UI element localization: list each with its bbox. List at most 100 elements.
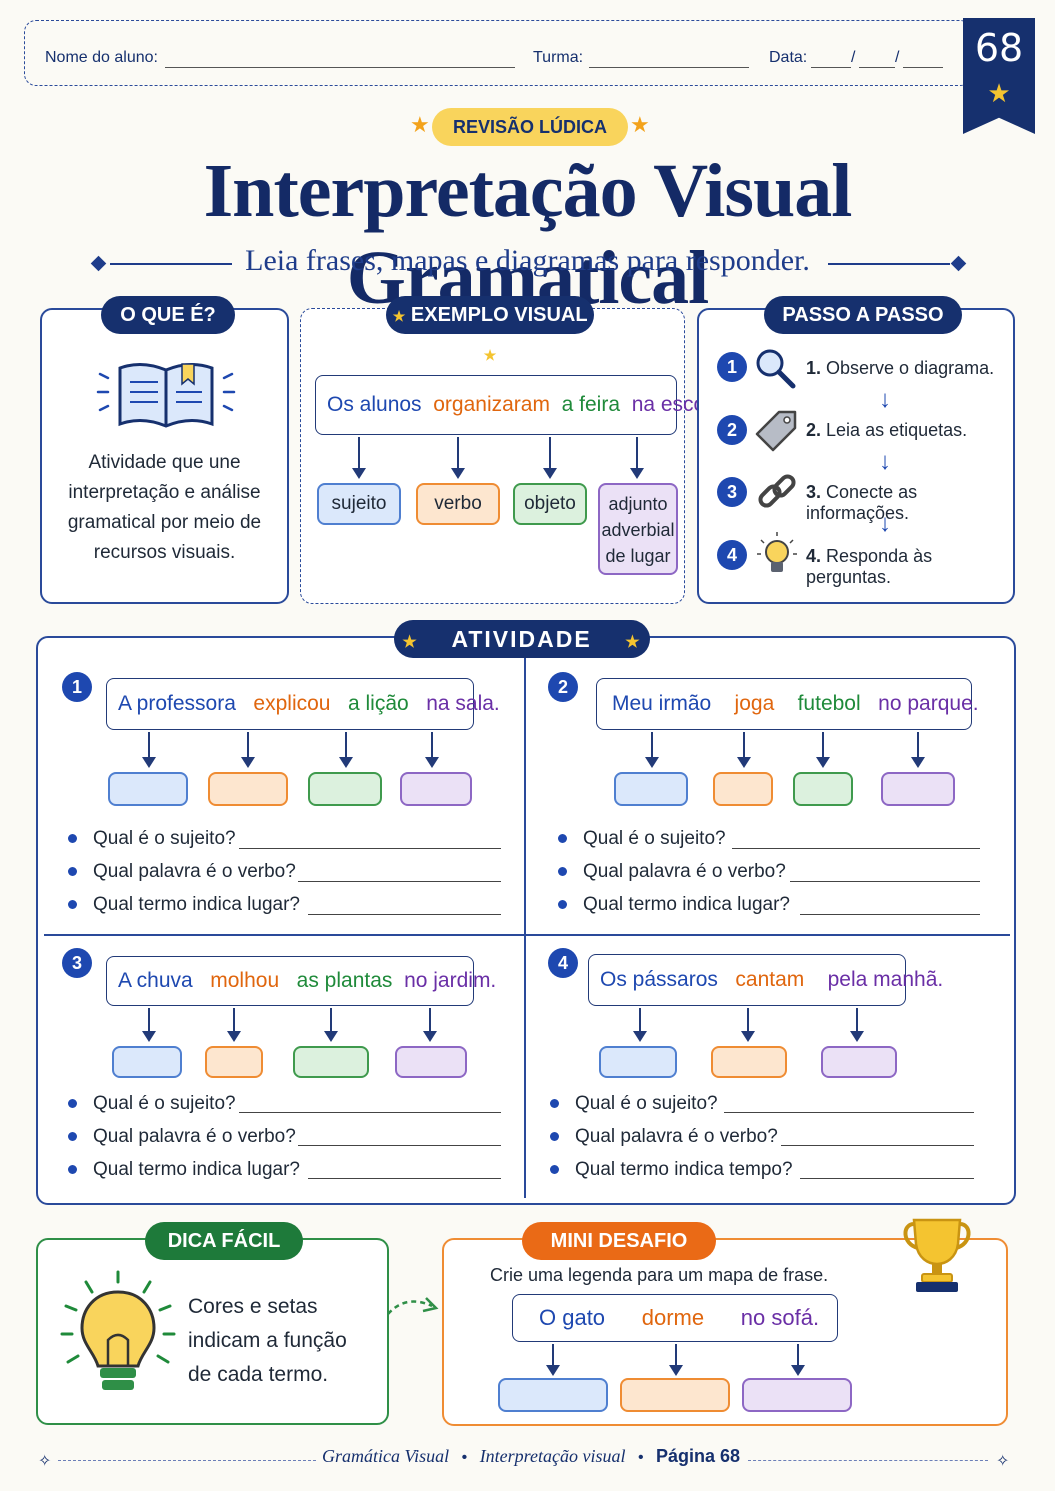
answer-line[interactable] [239, 848, 501, 849]
star-icon: ★ [483, 347, 497, 363]
legend-box-subject[interactable] [498, 1378, 608, 1412]
star-icon: ★ [410, 112, 430, 137]
answer-box-subject[interactable] [599, 1046, 677, 1078]
challenge-card: Crie uma legenda para um mapa de frase. … [442, 1238, 1008, 1426]
question-text: Qual palavra é o verbo? [583, 861, 786, 882]
arrow-down-icon: ↓ [879, 510, 891, 537]
arrow-down-icon [339, 732, 353, 768]
answer-line[interactable] [790, 881, 980, 882]
star-icon: ★ [625, 634, 642, 651]
answer-box-object[interactable] [308, 772, 382, 806]
sparkle-icon: ✧ [996, 1453, 1010, 1470]
date-slash: / [895, 49, 900, 66]
arrow-down-icon [142, 732, 156, 768]
answer-box-verb[interactable] [711, 1046, 787, 1078]
label-adverbial: adjunto adverbial de lugar [598, 483, 678, 575]
answer-box-object[interactable] [793, 772, 853, 806]
answer-box-place[interactable] [400, 772, 472, 806]
verb-word: molhou [210, 969, 280, 992]
answer-box-verb[interactable] [205, 1046, 263, 1078]
date-day-field[interactable] [811, 67, 851, 68]
question: Qual termo indica lugar? [68, 894, 300, 916]
star-icon: ★ [402, 634, 419, 651]
arrow-down-icon: ↓ [879, 448, 891, 475]
answer-line[interactable] [800, 1178, 974, 1179]
question-text: Qual é o sujeito? [575, 1093, 718, 1114]
page-number-ribbon: 68 ★ [963, 18, 1035, 134]
arrow-down-icon [142, 1008, 156, 1042]
answer-line[interactable] [239, 1112, 501, 1113]
answer-line[interactable] [800, 914, 980, 915]
what-is-text: Atividade que une interpretação e anális… [67, 452, 262, 563]
answer-box-subject[interactable] [112, 1046, 182, 1078]
answer-box-place[interactable] [881, 772, 955, 806]
legend-box-place[interactable] [742, 1378, 852, 1412]
answer-box-subject[interactable] [614, 772, 688, 806]
step-label: Observe o diagrama. [826, 358, 995, 378]
class-field[interactable] [589, 67, 749, 68]
star-icon: ★ [392, 308, 406, 324]
step-index: 2. [806, 420, 822, 440]
arrow-down-icon [543, 437, 557, 479]
answer-box-time[interactable] [821, 1046, 897, 1078]
exercise-number: 2 [548, 672, 578, 702]
footer-book: Gramática Visual [322, 1446, 450, 1466]
question: Qual é o sujeito? [558, 828, 726, 850]
bullet [68, 834, 77, 844]
question: Qual é o sujeito? [68, 1093, 236, 1115]
page-number: 68 [974, 26, 1024, 70]
answer-box-object[interactable] [293, 1046, 369, 1078]
activity-card: 1 A professora explicou a lição na sala.… [36, 636, 1016, 1205]
answer-box-verb[interactable] [713, 772, 773, 806]
date-month-field[interactable] [859, 67, 895, 68]
object-word: a lição [348, 692, 409, 715]
arrow-down-icon [241, 732, 255, 768]
answer-line[interactable] [732, 848, 980, 849]
label-verb: verbo [416, 483, 500, 525]
question-text: Qual palavra é o verbo? [575, 1126, 778, 1147]
object-word: as plantas [296, 969, 393, 992]
verb-word: joga [734, 692, 775, 715]
answer-line[interactable] [724, 1112, 974, 1113]
class-label: Turma: [533, 49, 584, 66]
exercise-number: 1 [62, 672, 92, 702]
bullet [558, 867, 567, 877]
legend-box-verb[interactable] [620, 1378, 730, 1412]
answer-line[interactable] [298, 1145, 501, 1146]
footer: Gramática Visual • Interpretação visual … [322, 1446, 740, 1467]
step-text: 1. Observe o diagrama. [806, 358, 994, 379]
arrow-down-icon [352, 437, 366, 479]
answer-line[interactable] [308, 1178, 501, 1179]
arrow-down-icon [669, 1344, 683, 1376]
arrow-down-icon: ↓ [879, 386, 891, 413]
footer-separator: • [461, 1449, 468, 1466]
question: Qual é o sujeito? [550, 1093, 718, 1115]
step-number: 3 [717, 477, 747, 507]
step-label: Leia as etiquetas. [826, 420, 968, 440]
subject-word: O gato [539, 1305, 606, 1330]
activity-heading-label: ATIVIDADE [451, 626, 592, 652]
bullet [68, 1099, 77, 1109]
tag-icon [755, 410, 797, 452]
arrow-down-icon [791, 1344, 805, 1376]
question: Qual é o sujeito? [68, 828, 236, 850]
divider [524, 652, 526, 1198]
verb-word: cantam [735, 968, 805, 991]
question: Qual palavra é o verbo? [68, 1126, 296, 1148]
student-name-field[interactable] [165, 67, 515, 68]
arrow-down-icon [633, 1008, 647, 1042]
answer-box-subject[interactable] [108, 772, 188, 806]
answer-line[interactable] [308, 914, 501, 915]
step-label: Responda às perguntas. [806, 546, 933, 587]
answer-line[interactable] [781, 1145, 974, 1146]
magnifier-icon [756, 349, 796, 389]
challenge-prompt: Crie uma legenda para um mapa de frase. [490, 1265, 829, 1285]
arrow-down-icon [546, 1344, 560, 1376]
arrow-down-icon [911, 732, 925, 768]
page-title: Interpretação Visual Gramatical [203, 149, 853, 320]
bullet [68, 867, 77, 877]
answer-box-verb[interactable] [208, 772, 288, 806]
date-year-field[interactable] [903, 67, 943, 68]
answer-box-place[interactable] [395, 1046, 467, 1078]
answer-line[interactable] [298, 881, 501, 882]
